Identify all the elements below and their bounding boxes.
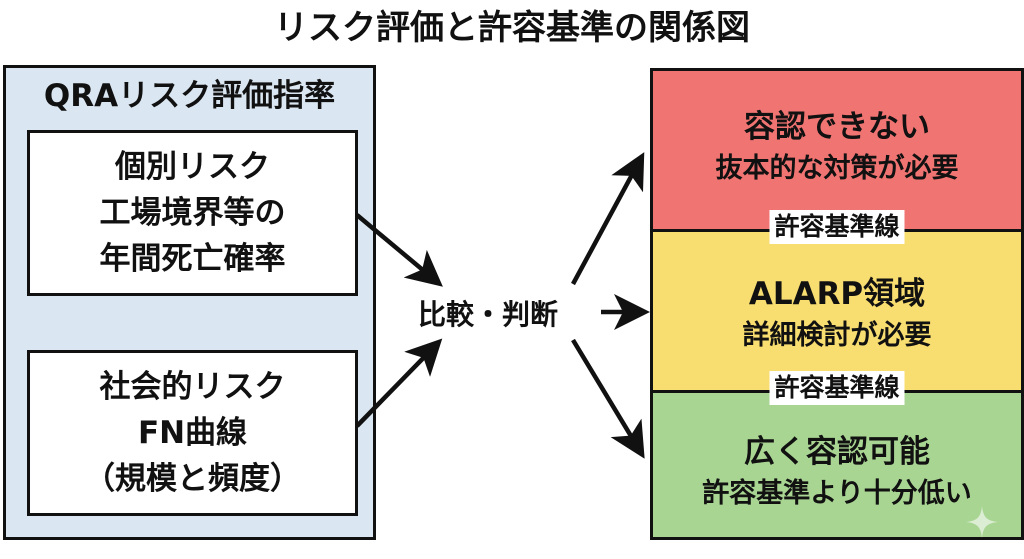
individual-risk-line: 工場境界等の	[99, 195, 286, 231]
risk-acceptance-levels: 容認できない 抜本的な対策が必要 ALARP領域 詳細検討が必要 広く容認可能 …	[650, 68, 1024, 540]
individual-risk-box: 個別リスク 工場境界等の 年間死亡確率	[27, 130, 358, 296]
zone-unacceptable-title: 容認できない	[744, 109, 930, 145]
societal-risk-line: 社会的リスク	[99, 369, 286, 405]
zone-unacceptable-desc: 抜本的な対策が必要	[715, 153, 959, 184]
individual-risk-line: 個別リスク	[115, 149, 270, 185]
arrow-compare-to-acceptable	[571, 338, 645, 459]
qra-risk-panel: QRAリスク評価指率 個別リスク 工場境界等の 年間死亡確率 社会的リスク FN…	[3, 65, 376, 540]
zone-broadly-acceptable: 広く容認可能 許容基準より十分低い	[653, 390, 1021, 537]
sparkle-icon	[966, 506, 998, 538]
societal-risk-box: 社会的リスク FN曲線 （規模と頻度）	[27, 350, 358, 516]
zone-unacceptable: 容認できない 抜本的な対策が必要	[653, 71, 1021, 229]
zone-alarp-desc: 詳細検討が必要	[742, 320, 932, 351]
arrow-compare-to-unacceptable	[571, 152, 645, 286]
threshold-label-lower: 許容基準線	[769, 371, 905, 405]
societal-risk-line: FN曲線	[137, 415, 248, 451]
compare-judge-label: 比較・判断	[418, 298, 559, 331]
individual-risk-line: 年間死亡確率	[99, 241, 286, 277]
diagram-title: リスク評価と許容基準の関係図	[274, 8, 750, 48]
zone-alarp-title: ALARP領域	[748, 276, 926, 312]
threshold-label-upper: 許容基準線	[769, 210, 905, 244]
zone-acceptable-title: 広く容認可能	[744, 434, 930, 470]
societal-risk-line: （規模と頻度）	[84, 461, 301, 497]
qra-panel-title: QRAリスク評価指率	[43, 78, 336, 114]
zone-acceptable-desc: 許容基準より十分低い	[702, 478, 972, 509]
zone-alarp: ALARP領域 詳細検討が必要	[653, 229, 1021, 390]
